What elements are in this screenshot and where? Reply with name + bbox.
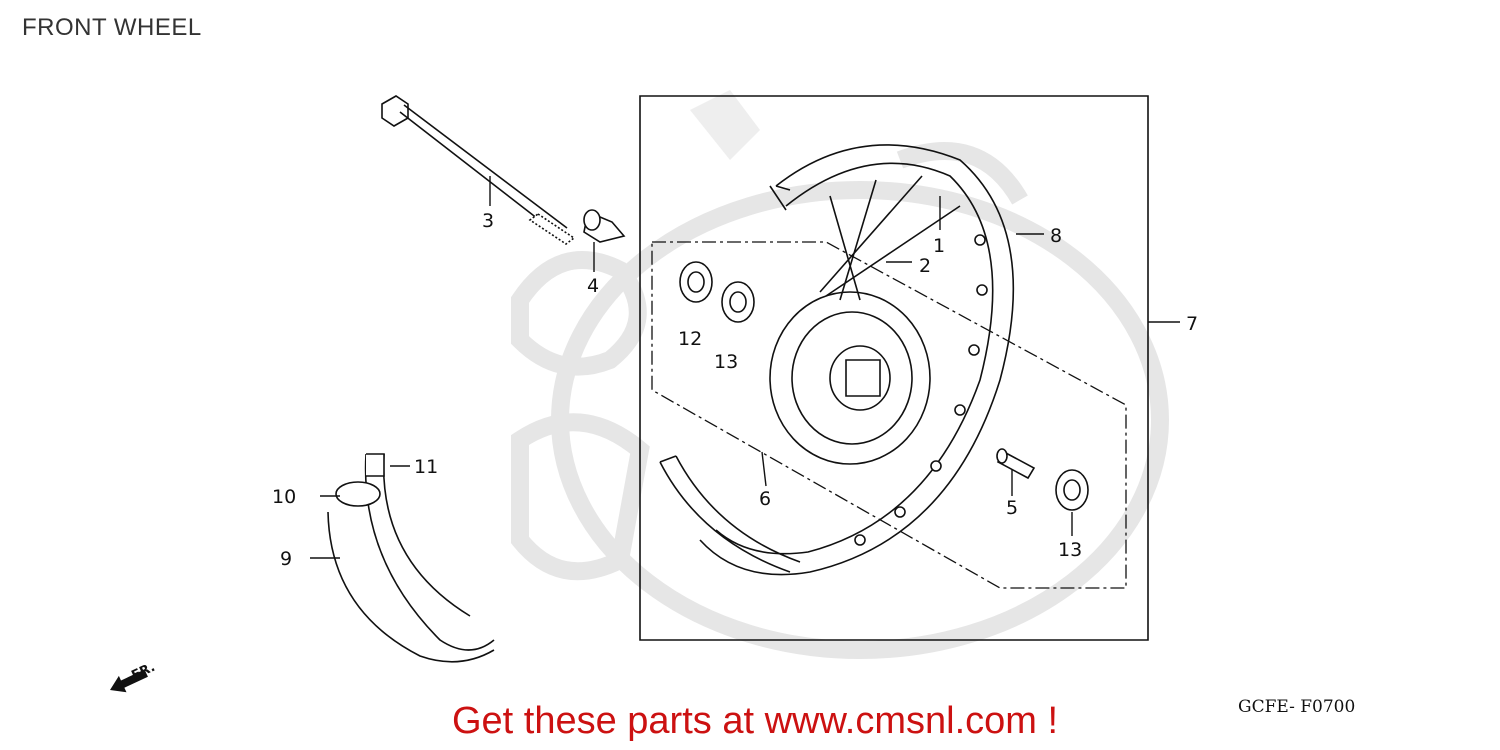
promo-banner[interactable]: Get these parts at www.cmsnl.com ! xyxy=(0,700,1500,743)
callout-6[interactable]: 6 xyxy=(759,488,771,510)
callout-10[interactable]: 10 xyxy=(272,486,296,508)
assembly-frame xyxy=(639,95,1180,641)
callout-12[interactable]: 12 xyxy=(678,328,702,350)
watermark-logo xyxy=(511,90,1169,659)
callout-3[interactable]: 3 xyxy=(482,210,494,232)
callout-4[interactable]: 4 xyxy=(587,275,599,297)
bearing-left xyxy=(679,261,713,303)
callout-13-lower[interactable]: 13 xyxy=(1058,539,1082,561)
front-direction-label: FR. xyxy=(129,660,157,684)
bearing-right xyxy=(1055,469,1089,511)
callout-7[interactable]: 7 xyxy=(1186,313,1198,335)
bearing-left-inner xyxy=(721,281,755,323)
callout-9[interactable]: 9 xyxy=(280,548,292,570)
diagram-code: GCFE- F0700 xyxy=(1238,697,1356,717)
front-direction-arrow xyxy=(110,669,148,693)
axle-collar xyxy=(583,209,626,243)
axle-bolt xyxy=(381,95,576,245)
distance-collar xyxy=(996,448,1036,480)
promo-link[interactable]: Get these parts at www.cmsnl.com ! xyxy=(451,700,1059,742)
callout-11[interactable]: 11 xyxy=(414,456,438,478)
callout-2[interactable]: 2 xyxy=(919,255,931,277)
rim-band-section xyxy=(659,455,801,573)
callout-13-upper[interactable]: 13 xyxy=(714,351,738,373)
leader-lines xyxy=(310,176,1073,559)
callout-5[interactable]: 5 xyxy=(1006,497,1018,519)
page-title: FRONT WHEEL xyxy=(22,14,202,41)
tire-assembly xyxy=(327,453,495,663)
callout-1[interactable]: 1 xyxy=(933,235,945,257)
wheel-assembly xyxy=(699,144,1015,576)
callout-8[interactable]: 8 xyxy=(1050,225,1062,247)
